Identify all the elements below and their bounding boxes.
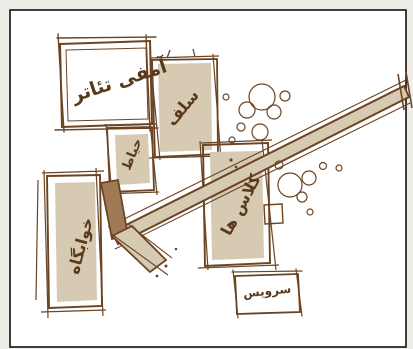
sketch-canvas [0, 0, 413, 349]
